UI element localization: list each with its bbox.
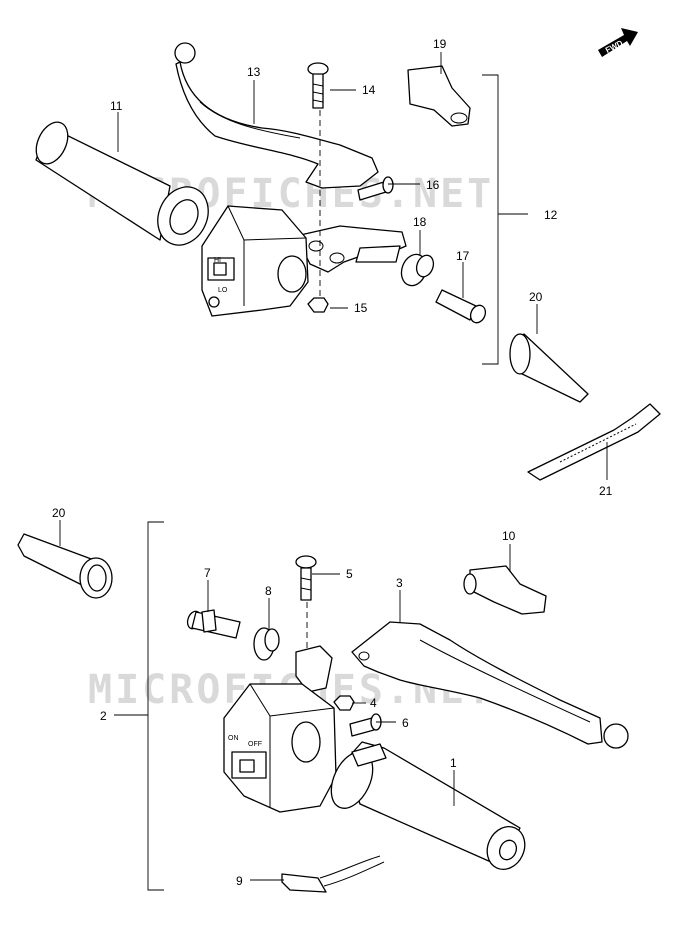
callout-3: 3 (396, 576, 403, 590)
callout-5: 5 (346, 567, 353, 581)
callout-21: 21 (599, 484, 613, 498)
switch-mark-lo: LO (218, 287, 228, 294)
callout-8: 8 (265, 584, 272, 598)
callout-13: 13 (247, 65, 261, 79)
part-1-throttle-grip (330, 741, 526, 870)
callout-4: 4 (370, 696, 377, 710)
callout-12: 12 (544, 208, 558, 222)
callout-17: 17 (456, 249, 470, 263)
callout-6: 6 (402, 716, 409, 730)
part-20-dust-boot-lower (17, 533, 113, 599)
callout-16: 16 (426, 178, 440, 192)
part-10-lever-cover (463, 565, 547, 615)
part-15-nut (307, 297, 329, 313)
callout-1: 1 (450, 756, 457, 770)
callout-11: 11 (110, 99, 123, 113)
callout-20-lower: 20 (52, 506, 66, 520)
part-4-nut (333, 695, 355, 711)
right-switch-housing: ON OFF (223, 683, 337, 813)
callout-2: 2 (100, 709, 107, 723)
callout-20-upper: 20 (529, 290, 543, 304)
part-20-dust-boot-upper (509, 333, 589, 403)
part-11-handlebar-grip (35, 121, 209, 246)
switch-mark-hi: HI (214, 257, 221, 264)
part-9-connector (281, 855, 385, 893)
part-13-clutch-lever (174, 42, 379, 189)
part-8-adjuster-wheel (253, 627, 280, 661)
part-3-brake-lever (351, 621, 629, 749)
callout-19: 19 (433, 37, 447, 51)
switch-mark-on: ON (228, 735, 239, 742)
callout-9: 9 (236, 874, 243, 888)
part-19-lever-cover (407, 65, 471, 127)
forward-arrow-icon: FWD (598, 28, 638, 57)
part-5-pivot-bolt (295, 555, 317, 601)
part-16-bolt (357, 176, 394, 201)
part-6-bolt (349, 713, 382, 737)
part-17-adjuster-bolt (435, 289, 487, 324)
left-switch-housing: LO HI (201, 205, 309, 317)
part-18-adjuster-wheel (400, 253, 435, 287)
callout-15: 15 (354, 301, 368, 315)
part-14-pivot-bolt (307, 62, 329, 109)
callout-14: 14 (362, 83, 376, 97)
callout-10: 10 (502, 529, 516, 543)
part-7-adjuster-bolt (186, 609, 241, 639)
leader-lines (59, 52, 608, 881)
lever-bracket (295, 225, 407, 273)
part-21-cable-tie (527, 403, 661, 481)
callout-7: 7 (204, 566, 211, 580)
switch-mark-off: OFF (248, 741, 262, 748)
callout-18: 18 (413, 215, 427, 229)
housing-mount-bracket (295, 645, 333, 693)
